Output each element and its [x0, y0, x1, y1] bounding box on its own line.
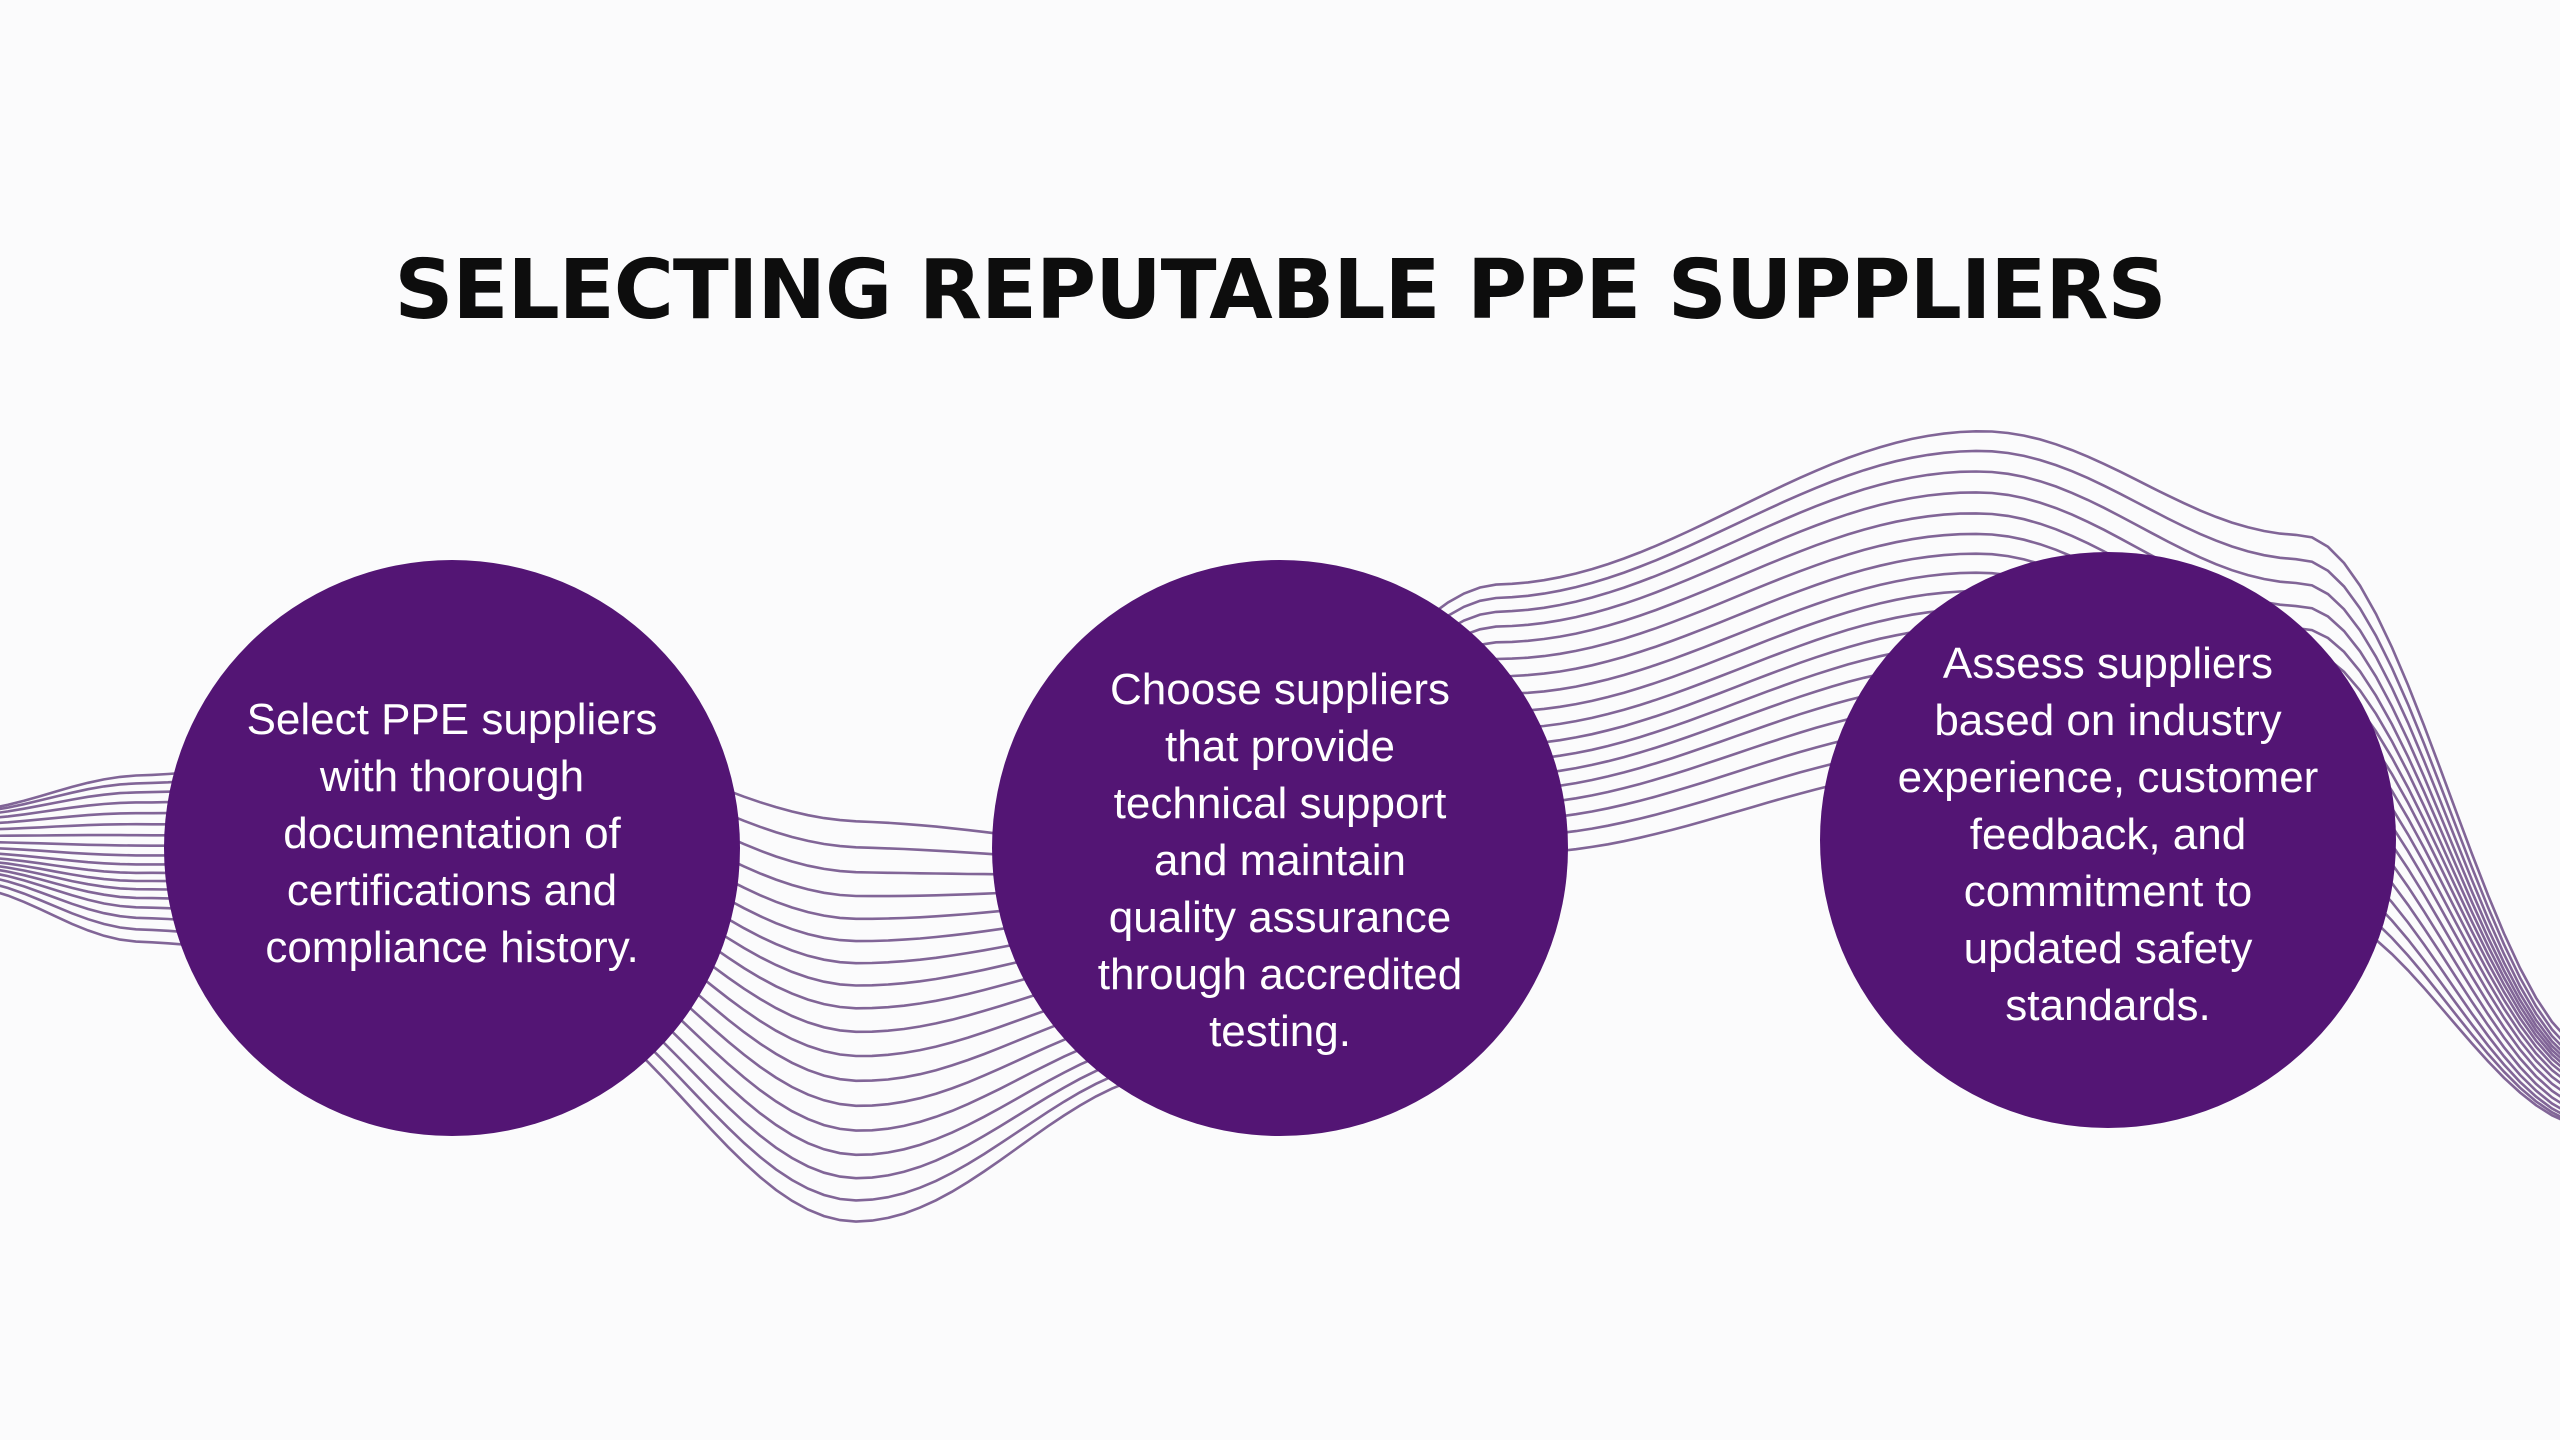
point-text-2: Choose suppliers that provide technical … — [1097, 665, 1463, 1056]
point-circle-2: Choose suppliers that provide technical … — [992, 560, 1568, 1136]
point-circle-1: Select PPE suppliers with thorough docum… — [164, 560, 740, 1136]
point-text-3: Assess suppliers based on industry exper… — [1897, 638, 2319, 1030]
slide-title: SELECTING REPUTABLE PPE SUPPLIERS — [394, 243, 2166, 338]
point-circle-3: Assess suppliers based on industry exper… — [1820, 552, 2396, 1128]
point-text-1: Select PPE suppliers with thorough docum… — [246, 694, 658, 972]
